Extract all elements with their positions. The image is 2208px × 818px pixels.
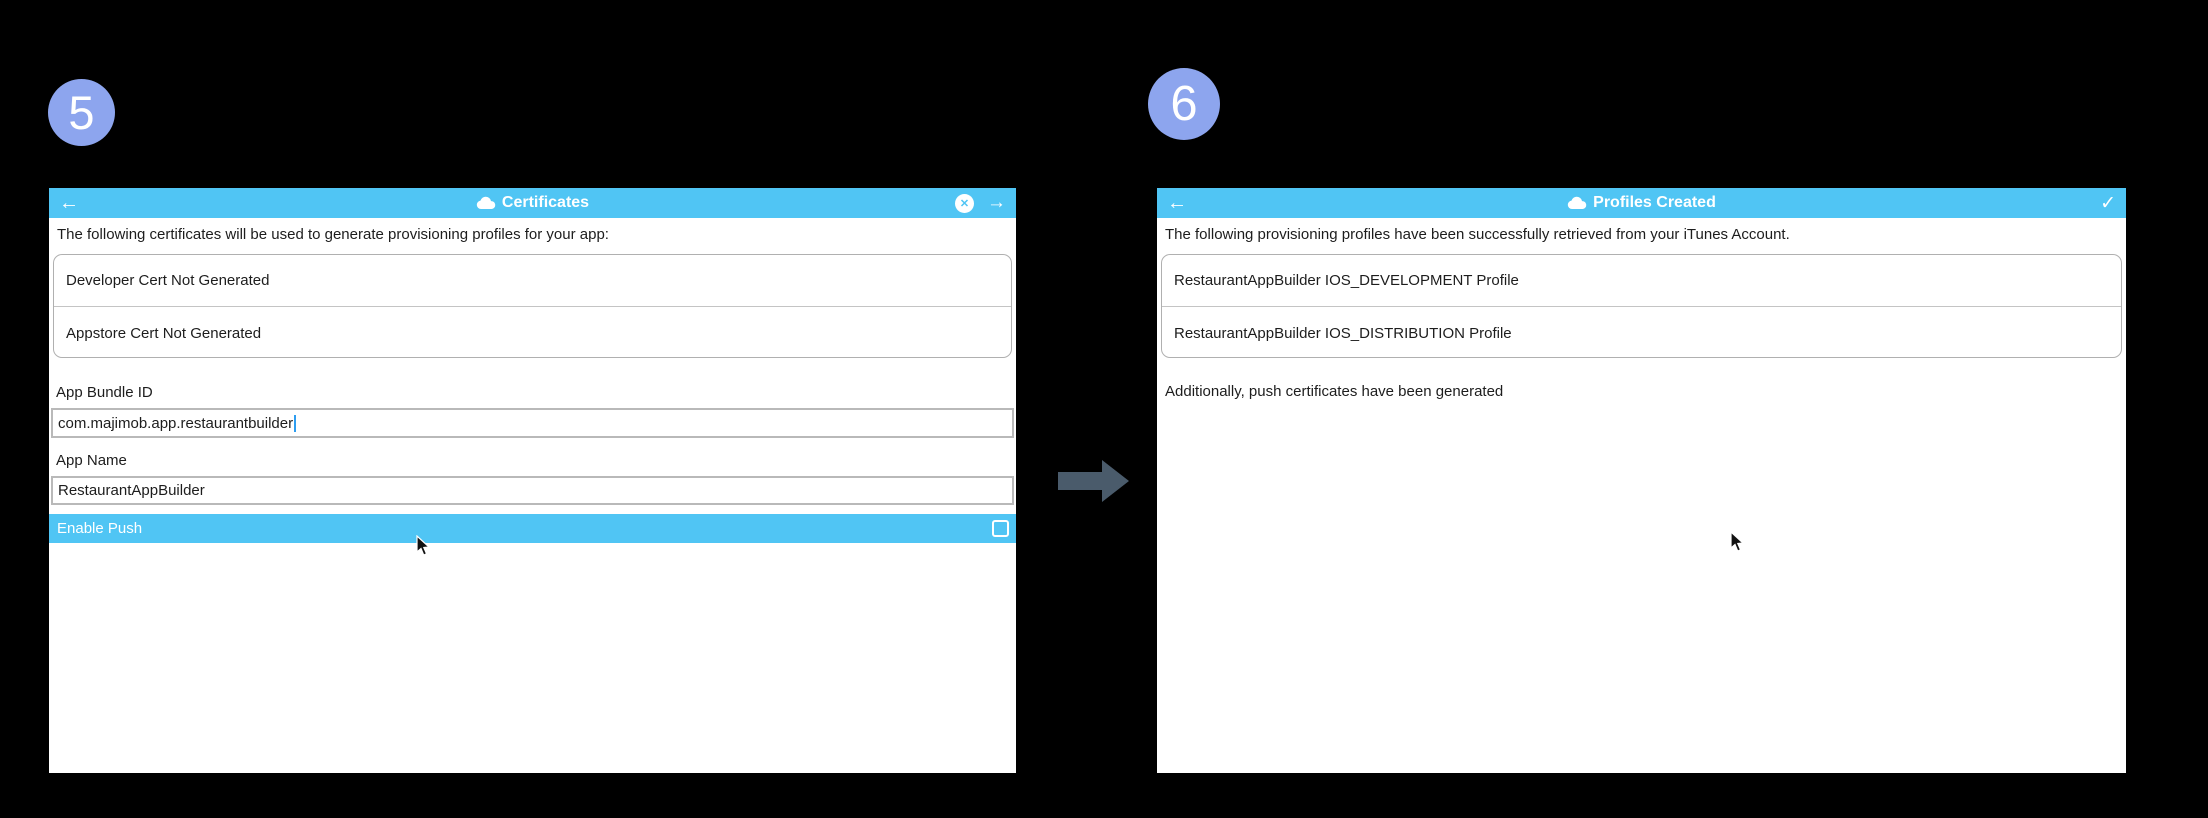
app-bundle-id-value: com.majimob.app.restaurantbuilder (58, 414, 294, 432)
cloud-icon (1567, 196, 1587, 209)
forward-arrow-icon[interactable]: → (987, 192, 1006, 213)
step-badge-6: 6 (1148, 68, 1220, 140)
profiles-titlebar: ← Profiles Created ✓ (1157, 188, 2126, 218)
check-icon[interactable]: ✓ (2100, 192, 2116, 214)
profiles-list: RestaurantAppBuilder IOS_DEVELOPMENT Pro… (1161, 254, 2122, 358)
titlebar-actions: ✓ (2100, 188, 2116, 218)
list-item-development-profile[interactable]: RestaurantAppBuilder IOS_DEVELOPMENT Pro… (1162, 255, 2121, 307)
cloud-icon (476, 196, 496, 209)
enable-push-label: Enable Push (57, 520, 143, 537)
title-text: Certificates (501, 194, 590, 211)
push-certificates-note: Additionally, push certificates have bee… (1165, 383, 1504, 400)
certificates-titlebar: ← Certificates ✕ → (49, 188, 1016, 218)
text-caret (294, 414, 297, 432)
certificates-dialog: ← Certificates ✕ → The following certifi… (49, 188, 1016, 773)
app-bundle-id-label: App Bundle ID (56, 384, 153, 401)
mouse-cursor (1730, 531, 1745, 552)
title-text: Profiles Created (1593, 194, 1716, 211)
enable-push-row[interactable]: Enable Push (49, 514, 1016, 543)
cert-status-list: Developer Cert Not Generated Appstore Ce… (53, 254, 1012, 358)
app-name-field[interactable]: RestaurantAppBuilder (51, 476, 1014, 505)
step-badge-5: 5 (48, 79, 115, 146)
certificates-title: Certificates (49, 188, 1016, 218)
step-number: 6 (1170, 77, 1198, 131)
close-icon[interactable]: ✕ (955, 193, 974, 213)
list-item-distribution-profile[interactable]: RestaurantAppBuilder IOS_DISTRIBUTION Pr… (1174, 324, 1512, 342)
mouse-cursor (416, 535, 431, 556)
app-bundle-id-field[interactable]: com.majimob.app.restaurantbuilder (51, 408, 1014, 438)
list-item-appstore-cert[interactable]: Appstore Cert Not Generated (66, 324, 262, 342)
step-number: 5 (68, 86, 95, 139)
flow-arrow (1058, 460, 1129, 502)
list-item-developer-cert[interactable]: Developer Cert Not Generated (54, 255, 1011, 307)
back-arrow-icon[interactable]: ← (1167, 192, 1187, 214)
titlebar-actions: ✕ → (955, 188, 1006, 218)
certificates-instruction: The following certificates will be used … (57, 226, 609, 243)
profiles-created-dialog: ← Profiles Created ✓ The following provi… (1157, 188, 2126, 773)
profiles-title: Profiles Created (1157, 188, 2126, 218)
enable-push-checkbox[interactable] (992, 520, 1009, 537)
app-name-value: RestaurantAppBuilder (58, 482, 205, 499)
app-name-label: App Name (56, 452, 127, 469)
profiles-instruction: The following provisioning profiles have… (1165, 226, 1790, 243)
back-arrow-icon[interactable]: ← (59, 192, 79, 214)
